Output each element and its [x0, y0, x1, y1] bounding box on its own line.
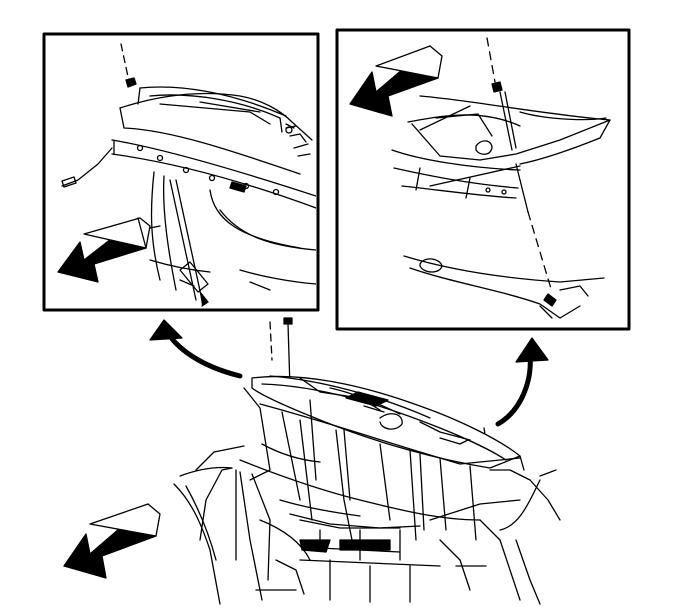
callout-arrow-right	[495, 337, 549, 427]
direction-arrow-main	[63, 503, 161, 579]
fender-left	[199, 467, 233, 541]
main-vehicle-view	[173, 317, 561, 605]
cowl-vent-panel	[251, 375, 521, 469]
left-inset	[42, 32, 320, 312]
direction-arrow-left-inset	[57, 217, 151, 283]
callout-arrow-left	[149, 319, 243, 379]
cowl-lower-strip	[111, 139, 316, 197]
firewall-left	[243, 387, 271, 481]
right-inset-parts	[391, 37, 611, 319]
direction-arrow-right-inset	[349, 45, 443, 117]
alignment-axis	[527, 211, 553, 293]
push-pin-fastener	[125, 77, 137, 88]
left-inset-parts	[61, 43, 316, 307]
fastener-axis	[486, 37, 496, 83]
fastener-axis-lower	[169, 179, 197, 301]
cowl-panel-front	[119, 107, 301, 175]
right-inset-frame	[335, 28, 631, 331]
right-inset	[335, 28, 631, 331]
cowl-panel-rear	[139, 86, 287, 117]
cowl-panel-top-edge	[119, 92, 313, 141]
push-pin-fastener	[283, 317, 293, 325]
washer-hose	[61, 147, 113, 187]
push-pin-fastener	[491, 81, 503, 93]
cowl-vent-top	[419, 95, 611, 165]
